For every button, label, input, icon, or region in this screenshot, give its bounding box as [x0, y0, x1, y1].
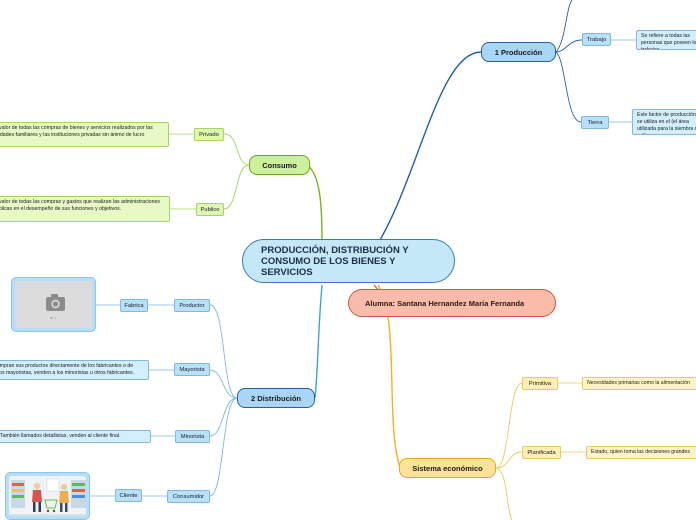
primitiva-node[interactable]: Primitiva — [522, 377, 558, 390]
minorista-note-text: También llamados detallistas, venden al … — [0, 433, 121, 439]
publico-note[interactable]: El valor de todas las compras y gastos q… — [0, 196, 170, 222]
minorista-node[interactable]: Minorista — [175, 430, 210, 443]
consumidor-label: Consumidor — [172, 493, 205, 500]
shoppers-illustration-icon — [9, 476, 86, 516]
publico-node[interactable]: Publico — [196, 203, 224, 216]
trabajo-node[interactable]: Trabajo — [582, 33, 611, 46]
planificada-note-text: Estado, quien toma las decisiones grande… — [591, 449, 690, 455]
image-placeholder[interactable] — [11, 277, 96, 332]
primitiva-note[interactable]: Necesidades primarias como la alimentaci… — [582, 377, 696, 390]
privado-label: Privado — [199, 131, 219, 138]
produccion-node[interactable]: 1 Producción — [481, 42, 556, 62]
fabrica-node[interactable]: Fabrica — [120, 299, 148, 312]
planificada-node[interactable]: Planificada — [522, 446, 561, 459]
trabajo-note-text: Se refiere a todas las personas que pose… — [641, 33, 696, 50]
sistema-node[interactable]: Sistema económico — [399, 458, 496, 478]
distribucion-label: 2 Distribución — [250, 393, 301, 403]
minorista-note[interactable]: También llamados detallistas, venden al … — [0, 430, 151, 443]
tierra-note-text: Este factor de producción se utiliza en … — [637, 112, 696, 134]
trabajo-note[interactable]: Se refiere a todas las personas que pose… — [636, 30, 696, 50]
student-name[interactable]: Alumna: Santana Hernandez Maria Fernanda — [348, 289, 556, 317]
privado-node[interactable]: Privado — [194, 128, 224, 141]
privado-note[interactable]: El valor de todas las compras de bienes … — [0, 122, 169, 147]
tierra-note[interactable]: Este factor de producción se utiliza en … — [632, 109, 696, 135]
mayorista-node[interactable]: Mayorista — [174, 363, 210, 376]
cliente-label: Cliente — [119, 492, 138, 499]
shoppers-image[interactable] — [5, 472, 90, 520]
central-topic[interactable]: PRODUCCIÓN, DISTRIBUCIÓN Y CONSUMO DE LO… — [242, 239, 455, 283]
distribucion-node[interactable]: 2 Distribución — [237, 388, 315, 408]
primitiva-note-text: Necesidades primarias como la alimentaci… — [587, 380, 690, 386]
student-name-label: Alumna: Santana Hernandez Maria Fernanda — [365, 298, 525, 308]
tierra-node[interactable]: Tierra — [581, 116, 609, 129]
mayorista-note[interactable]: Compran sus productos directamente de lo… — [0, 360, 149, 380]
consumo-label: Consumo — [262, 160, 297, 170]
cliente-node[interactable]: Cliente — [115, 489, 142, 502]
planificada-note[interactable]: Estado, quien toma las decisiones grande… — [586, 446, 696, 459]
produccion-label: 1 Producción — [494, 47, 543, 57]
productor-node[interactable]: Productor — [174, 299, 210, 312]
mayorista-note-text: Compran sus productos directamente de lo… — [0, 363, 134, 376]
planificada-label: Planificada — [527, 449, 556, 456]
primitiva-label: Primitiva — [528, 380, 552, 387]
shoppers-illustration — [9, 476, 86, 516]
publico-label: Publico — [200, 206, 220, 213]
productor-label: Productor — [179, 302, 205, 309]
trabajo-label: Trabajo — [586, 36, 607, 43]
camera-icon — [46, 294, 65, 319]
publico-note-text: El valor de todas las compras y gastos q… — [0, 199, 160, 212]
fabrica-label: Fabrica — [124, 302, 144, 309]
consumo-node[interactable]: Consumo — [249, 155, 310, 175]
consumidor-node[interactable]: Consumidor — [167, 490, 210, 503]
sistema-label: Sistema económico — [412, 463, 483, 473]
privado-note-text: El valor de todas las compras de bienes … — [0, 125, 153, 138]
tierra-label: Tierra — [587, 119, 603, 126]
image-placeholder-frame — [15, 281, 92, 328]
mayorista-label: Mayorista — [179, 366, 205, 373]
central-topic-title: PRODUCCIÓN, DISTRIBUCIÓN Y CONSUMO DE LO… — [261, 244, 409, 278]
minorista-label: Minorista — [180, 433, 205, 440]
